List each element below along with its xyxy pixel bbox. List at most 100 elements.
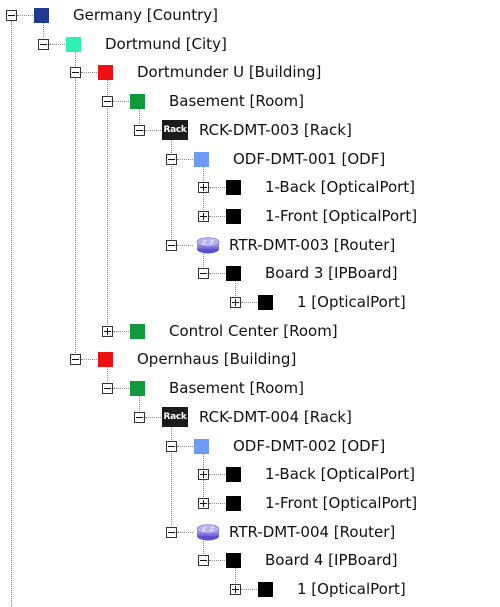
node-type-square-icon [258, 582, 273, 597]
rack-icon-text: Rack [163, 412, 187, 422]
tree-node-label: 1-Back [OpticalPort] [265, 465, 416, 483]
tree-node-label: 1-Front [OpticalPort] [265, 494, 418, 512]
tree-node[interactable]: Board 4 [IPBoard] [0, 547, 500, 573]
tree-connector-horizontal [209, 273, 225, 274]
tree-node-label: Basement [Room] [169, 379, 304, 397]
tree-connector-horizontal [145, 130, 161, 131]
tree-node-label: ODF-DMT-002 [ODF] [233, 437, 386, 455]
tree-connector-horizontal [113, 331, 129, 332]
tree-node[interactable]: 1 [OpticalPort] [0, 289, 500, 315]
tree-connector-horizontal [49, 44, 65, 45]
expand-plus-icon[interactable] [102, 326, 113, 337]
expand-plus-icon[interactable] [230, 584, 241, 595]
rack-icon: Rack [162, 120, 188, 140]
tree-node[interactable]: 1-Back [OpticalPort] [0, 461, 500, 487]
tree-node-label: RTR-DMT-003 [Router] [229, 236, 396, 254]
collapse-minus-icon[interactable] [70, 67, 81, 78]
tree-node-label: RCK-DMT-003 [Rack] [199, 121, 352, 139]
tree-node[interactable]: Control Center [Room] [0, 318, 500, 344]
node-type-square-icon [226, 180, 241, 195]
tree-node[interactable]: 1-Front [OpticalPort] [0, 203, 500, 229]
tree-connector-vertical [139, 107, 140, 130]
tree-node-label: ODF-DMT-001 [ODF] [233, 150, 386, 168]
node-type-square-icon [226, 496, 241, 511]
tree-connector-vertical [171, 423, 172, 532]
collapse-minus-icon[interactable] [166, 240, 177, 251]
collapse-minus-icon[interactable] [6, 10, 17, 21]
tree-node[interactable]: Rack RCK-DMT-003 [Rack] [0, 117, 500, 143]
tree-node-label: RCK-DMT-004 [Rack] [199, 408, 352, 426]
tree-connector-vertical [235, 566, 236, 589]
tree-node-label: Dortmunder U [Building] [137, 63, 322, 81]
tree-connector-vertical [139, 394, 140, 417]
tree-node[interactable]: Opernhaus [Building] [0, 346, 500, 372]
tree-node[interactable]: RTR-DMT-004 [Router] [0, 519, 500, 545]
expand-plus-icon[interactable] [198, 498, 209, 509]
node-type-square-icon [258, 295, 273, 310]
tree-connector-horizontal [145, 417, 161, 418]
collapse-minus-icon[interactable] [198, 268, 209, 279]
collapse-minus-icon[interactable] [102, 383, 113, 394]
tree-node[interactable]: 1-Back [OpticalPort] [0, 174, 500, 200]
tree-connector-horizontal [177, 532, 193, 533]
collapse-minus-icon[interactable] [102, 96, 113, 107]
tree-connector-vertical [43, 21, 44, 44]
tree-connector-horizontal [209, 560, 225, 561]
tree-node-label: Board 4 [IPBoard] [265, 551, 398, 569]
tree-node-label: 1-Back [OpticalPort] [265, 178, 416, 196]
tree-connector-vertical [11, 21, 12, 607]
node-type-square-icon [98, 352, 113, 367]
tree-node-label: Basement [Room] [169, 92, 304, 110]
collapse-minus-icon[interactable] [134, 125, 145, 136]
tree-connector-horizontal [241, 589, 257, 590]
tree-node[interactable]: 1-Front [OpticalPort] [0, 490, 500, 516]
collapse-minus-icon[interactable] [198, 555, 209, 566]
tree-node-label: Germany [Country] [73, 6, 219, 24]
tree-node[interactable]: Rack RCK-DMT-004 [Rack] [0, 404, 500, 430]
tree-connector-horizontal [241, 302, 257, 303]
node-type-square-icon [66, 37, 81, 52]
tree-connector-vertical [203, 251, 204, 273]
expand-plus-icon[interactable] [198, 211, 209, 222]
node-type-square-icon [226, 209, 241, 224]
tree-connector-vertical [235, 279, 236, 302]
node-type-square-icon [226, 266, 241, 281]
expand-plus-icon[interactable] [198, 469, 209, 480]
node-type-square-icon [130, 324, 145, 339]
node-type-square-icon [194, 152, 209, 167]
node-type-square-icon [226, 553, 241, 568]
expand-plus-icon[interactable] [230, 297, 241, 308]
expand-plus-icon[interactable] [198, 182, 209, 193]
tree-node[interactable]: Basement [Room] [0, 88, 500, 114]
tree-connector-horizontal [177, 159, 193, 160]
tree-connector-vertical [203, 538, 204, 560]
tree-connector-horizontal [81, 72, 97, 73]
tree-node[interactable]: Dortmunder U [Building] [0, 59, 500, 85]
tree-connector-horizontal [209, 503, 225, 504]
tree-node[interactable]: Dortmund [City] [0, 31, 500, 57]
tree-connector-vertical [75, 50, 76, 359]
tree-node-label: Dortmund [City] [105, 35, 227, 53]
collapse-minus-icon[interactable] [134, 412, 145, 423]
tree-node[interactable]: Germany [Country] [0, 2, 500, 28]
node-type-square-icon [226, 467, 241, 482]
collapse-minus-icon[interactable] [166, 154, 177, 165]
tree-node[interactable]: 1 [OpticalPort] [0, 576, 500, 602]
tree-node[interactable]: Basement [Room] [0, 375, 500, 401]
tree-connector-vertical [107, 78, 108, 331]
tree-node[interactable]: Board 3 [IPBoard] [0, 260, 500, 286]
collapse-minus-icon[interactable] [38, 39, 49, 50]
node-type-square-icon [130, 94, 145, 109]
tree-node[interactable]: ODF-DMT-001 [ODF] [0, 146, 500, 172]
tree-node[interactable]: ODF-DMT-002 [ODF] [0, 433, 500, 459]
collapse-minus-icon[interactable] [166, 441, 177, 452]
tree-connector-vertical [107, 365, 108, 388]
tree-connector-horizontal [209, 216, 225, 217]
tree-connector-horizontal [177, 245, 193, 246]
tree-node[interactable]: RTR-DMT-003 [Router] [0, 232, 500, 258]
tree-node-label: RTR-DMT-004 [Router] [229, 523, 396, 541]
collapse-minus-icon[interactable] [70, 354, 81, 365]
rack-icon: Rack [162, 407, 188, 427]
tree-connector-horizontal [113, 101, 129, 102]
collapse-minus-icon[interactable] [166, 527, 177, 538]
